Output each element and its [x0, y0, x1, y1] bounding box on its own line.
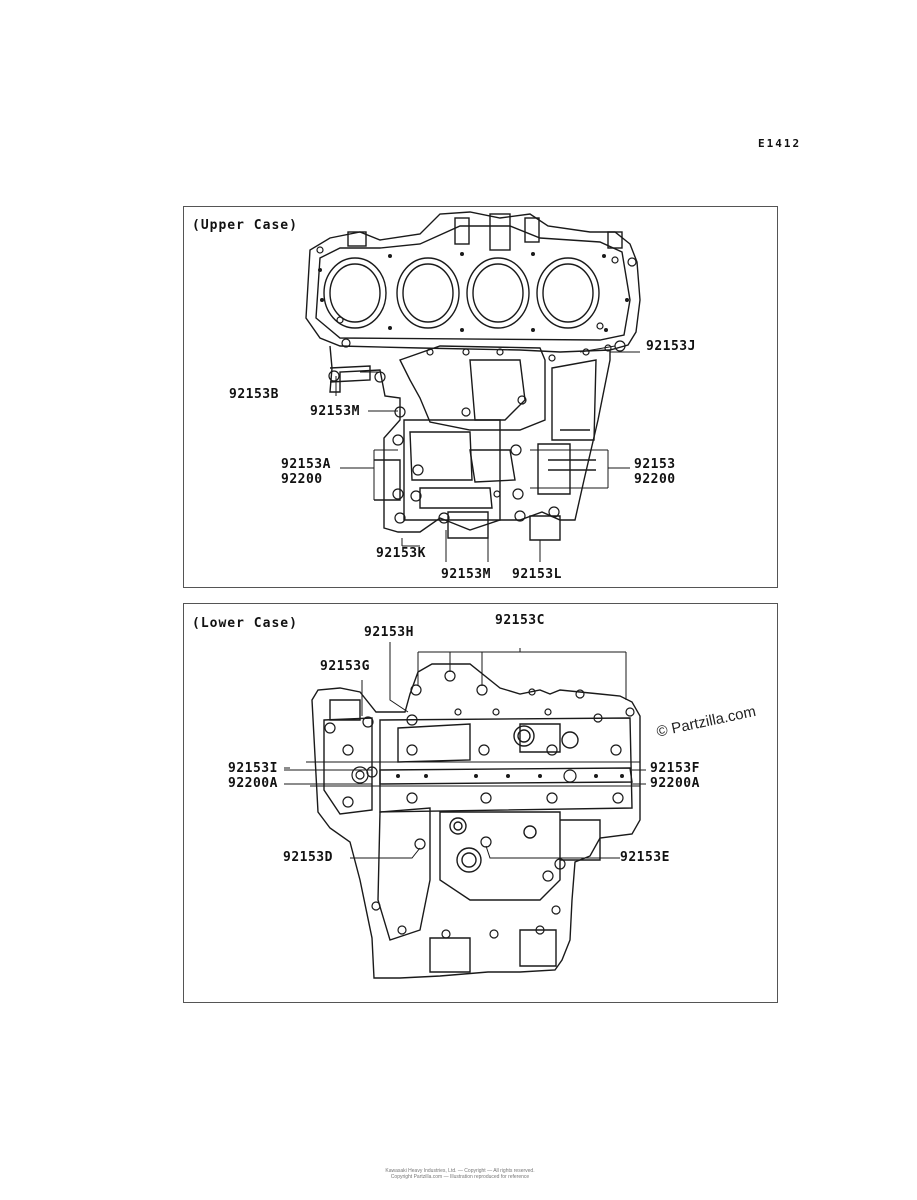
label-92200A-left: 92200A [228, 776, 278, 791]
footer-line-1: Kawasaki Heavy Industries, Ltd. — Copyri… [385, 1168, 535, 1174]
upper-crankcase-illustration [305, 211, 641, 541]
footer-line-2: Copyright Partzilla.com — Illustration r… [390, 1174, 530, 1180]
label-92153L: 92153L [512, 567, 562, 582]
label-92153M-upper: 92153M [310, 404, 360, 419]
lower-case-title: (Lower Case) [192, 616, 298, 631]
label-92153J: 92153J [646, 339, 696, 354]
label-92153D: 92153D [283, 850, 333, 865]
lower-case-panel [183, 603, 778, 1003]
label-92153K: 92153K [376, 546, 426, 561]
label-92153B: 92153B [229, 387, 279, 402]
label-92153H: 92153H [364, 625, 414, 640]
label-92153A: 92153A [281, 457, 331, 472]
label-92153F: 92153F [650, 761, 700, 776]
label-92153I: 92153I [228, 761, 278, 776]
label-92200-left: 92200 [281, 472, 323, 487]
page-reference: E1412 [758, 137, 802, 150]
label-92153G: 92153G [320, 659, 370, 674]
lower-leader-lines [284, 642, 646, 859]
upper-case-title: (Upper Case) [192, 218, 298, 233]
label-92153E: 92153E [620, 850, 670, 865]
label-92200-right: 92200 [634, 472, 676, 487]
upper-case-panel [183, 206, 778, 588]
lower-crankcase-illustration [311, 663, 641, 979]
label-92153: 92153 [634, 457, 676, 472]
upper-leader-lines [335, 345, 640, 562]
copyright-footer: Kawasaki Heavy Industries, Ltd. — Copyri… [340, 1168, 580, 1180]
label-92153M-lower: 92153M [441, 567, 491, 582]
label-92200A-right: 92200A [650, 776, 700, 791]
label-92153C: 92153C [495, 613, 545, 628]
